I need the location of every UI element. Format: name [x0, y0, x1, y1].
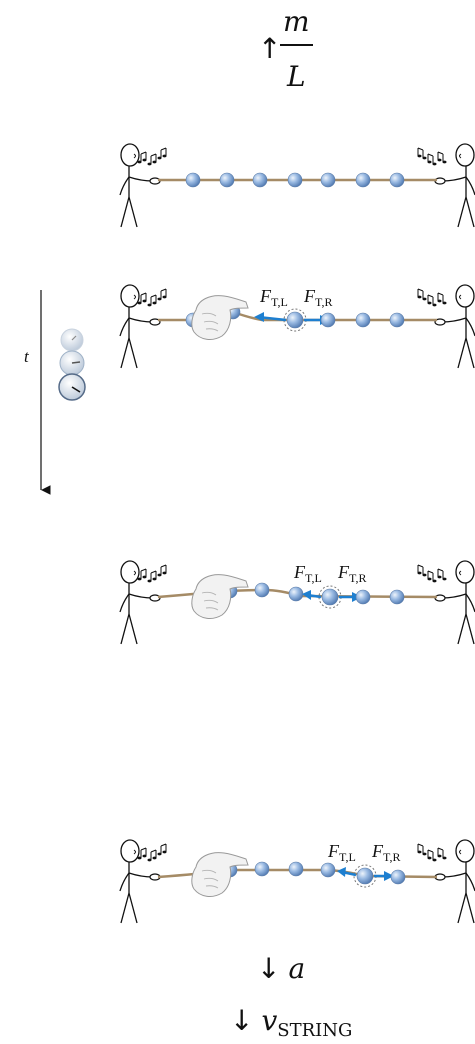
stick-figure-icon — [434, 839, 475, 924]
force-label-left: FT,L — [293, 562, 322, 585]
time-axis: t — [24, 290, 86, 495]
bead-icon — [288, 586, 304, 602]
bead-icon — [320, 862, 336, 878]
string-row-4: FT,L FT,R — [119, 839, 475, 924]
music-notes-icon — [417, 564, 447, 583]
hand-icon — [191, 852, 249, 897]
stick-figure-icon — [119, 839, 161, 924]
music-notes-icon — [137, 288, 167, 307]
bead-icon — [288, 861, 304, 877]
force-arrow-left — [254, 312, 287, 322]
time-label: t — [24, 347, 30, 366]
clock-icon — [58, 373, 86, 401]
bead-icon — [321, 588, 339, 606]
force-arrow-right — [374, 871, 394, 881]
music-notes-icon — [417, 147, 447, 166]
footer-line2: ↓vSTRING — [230, 1004, 352, 1041]
bead-icon — [219, 172, 235, 188]
stick-figure-icon — [119, 284, 161, 369]
bead-icon — [389, 172, 405, 188]
stick-figure-icon — [434, 143, 475, 228]
music-notes-icon — [417, 843, 447, 862]
bead-icon — [320, 172, 336, 188]
string — [157, 588, 438, 599]
bead-icon — [356, 867, 374, 885]
bead-icon — [389, 312, 405, 328]
bead-icon — [389, 589, 405, 605]
force-label-left: FT,L — [327, 841, 356, 864]
header-formula: ↑ m L — [258, 5, 313, 93]
bead-icon — [320, 312, 336, 328]
force-label-right: FT,R — [337, 562, 366, 585]
hand-icon — [191, 574, 249, 619]
music-notes-icon — [137, 147, 167, 166]
bead-icon — [390, 869, 406, 885]
footer-formula: ↓a ↓vSTRING — [230, 952, 352, 1041]
header-denominator: L — [286, 60, 306, 93]
force-label-left: FT,L — [259, 286, 288, 309]
bead-icon — [254, 582, 270, 598]
stick-figure-icon — [119, 143, 161, 228]
clock-icon — [59, 350, 85, 376]
clock-icon — [60, 328, 84, 352]
stick-figure-icon — [434, 560, 475, 645]
force-label-right: FT,R — [303, 286, 332, 309]
header-numerator: m — [283, 5, 310, 38]
stick-figure-icon — [119, 560, 161, 645]
bead-icon — [355, 172, 371, 188]
music-notes-icon — [137, 843, 167, 862]
bead-icon — [355, 312, 371, 328]
bead-icon — [355, 589, 371, 605]
force-arrow-left — [337, 867, 357, 877]
bead-icon — [287, 172, 303, 188]
bead-icon — [185, 172, 201, 188]
bead-icon — [254, 861, 270, 877]
hand-icon — [191, 295, 249, 340]
footer-line1: ↓a — [257, 952, 305, 985]
bead-icon — [286, 311, 304, 329]
bead-icon — [252, 172, 268, 188]
header-arrow: ↑ — [258, 32, 281, 65]
force-arrow-left — [302, 590, 322, 600]
string-row-3: FT,L FT,R — [119, 560, 475, 645]
string-row-2: FT,L FT,R — [119, 284, 475, 369]
force-label-right: FT,R — [371, 841, 400, 864]
music-notes-icon — [137, 564, 167, 583]
stick-figure-icon — [434, 284, 475, 369]
music-notes-icon — [417, 288, 447, 307]
string-row-1 — [119, 143, 475, 228]
